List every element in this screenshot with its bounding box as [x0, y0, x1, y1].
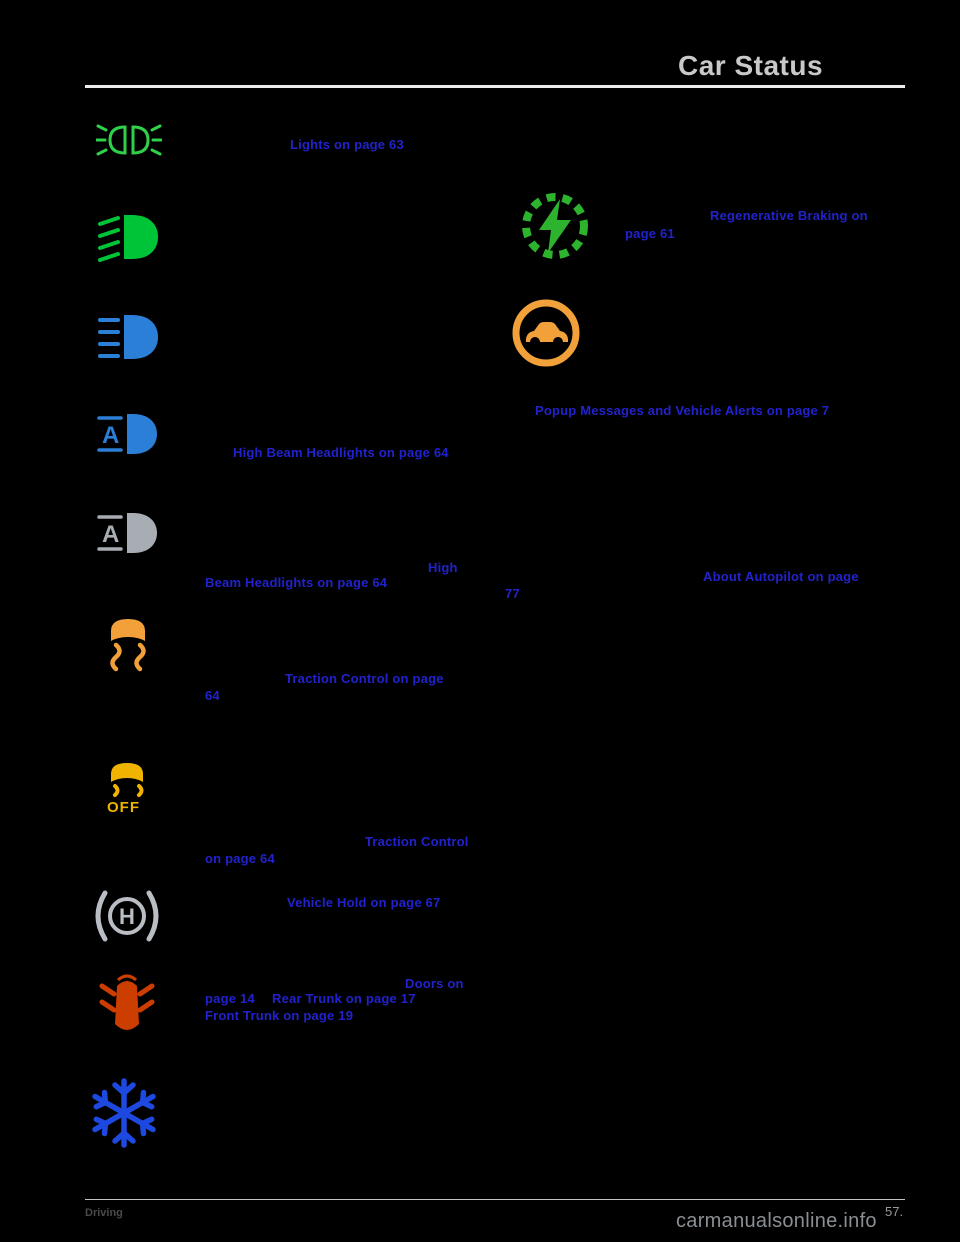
cold-battery-snowflake-icon	[88, 1076, 160, 1150]
link-vehicle-hold[interactable]: Vehicle Hold on page 67	[287, 895, 441, 910]
link-regenerative-braking[interactable]: Regenerative Braking on	[710, 208, 868, 223]
footer-section-label: Driving	[85, 1207, 123, 1219]
off-glyph: OFF	[107, 799, 140, 816]
traction-control-icon	[102, 615, 154, 673]
hold-h-glyph: H	[119, 904, 135, 929]
regen-braking-limited-icon	[514, 190, 596, 262]
link-front-trunk[interactable]: Front Trunk on page 19	[205, 1008, 354, 1023]
link-traction-control-2a[interactable]: Traction Control	[365, 834, 469, 849]
link-traction-control-1a[interactable]: Traction Control on page	[285, 671, 444, 686]
auto-a-glyph: A	[102, 422, 119, 449]
link-rear-trunk[interactable]: Rear Trunk on page 17	[272, 991, 416, 1006]
link-high-beam-headlights-2a[interactable]: High	[428, 560, 458, 575]
header-rule	[85, 85, 905, 88]
link-doors[interactable]: Doors on	[405, 976, 464, 991]
doors-open-icon	[98, 972, 156, 1040]
high-beam-headlights-icon	[97, 312, 161, 362]
auto-high-beam-active-icon: A	[97, 413, 161, 455]
link-high-beam-headlights-2b[interactable]: Beam Headlights on page 64	[205, 575, 388, 590]
auto-a-glyph: A	[102, 521, 119, 548]
page-title: Car Status	[678, 50, 824, 81]
vehicle-alert-icon	[504, 296, 588, 370]
link-popup-messages-alerts[interactable]: Popup Messages and Vehicle Alerts on pag…	[535, 403, 830, 418]
page-number: 57.	[885, 1204, 904, 1219]
footer-rule	[85, 1199, 905, 1200]
link-high-beam-headlights[interactable]: High Beam Headlights on page 64	[233, 445, 449, 460]
link-lights[interactable]: Lights on page 63	[290, 137, 404, 152]
watermark: carmanualsonline.info	[676, 1210, 877, 1232]
auto-high-beam-available-icon: A	[97, 512, 161, 554]
link-regenerative-braking-page[interactable]: page 61	[625, 226, 675, 241]
vehicle-hold-icon: H	[90, 886, 164, 946]
traction-control-off-icon: OFF	[100, 760, 154, 816]
low-beam-headlights-icon	[97, 212, 161, 262]
link-doors-page[interactable]: page 14	[205, 991, 255, 1006]
link-about-autopilot[interactable]: About Autopilot on page	[703, 569, 859, 584]
parking-lights-icon	[95, 118, 163, 162]
link-traction-control-1b[interactable]: 64	[205, 688, 220, 703]
link-about-autopilot-page[interactable]: 77	[505, 586, 520, 601]
link-traction-control-2b[interactable]: on page 64	[205, 851, 275, 866]
